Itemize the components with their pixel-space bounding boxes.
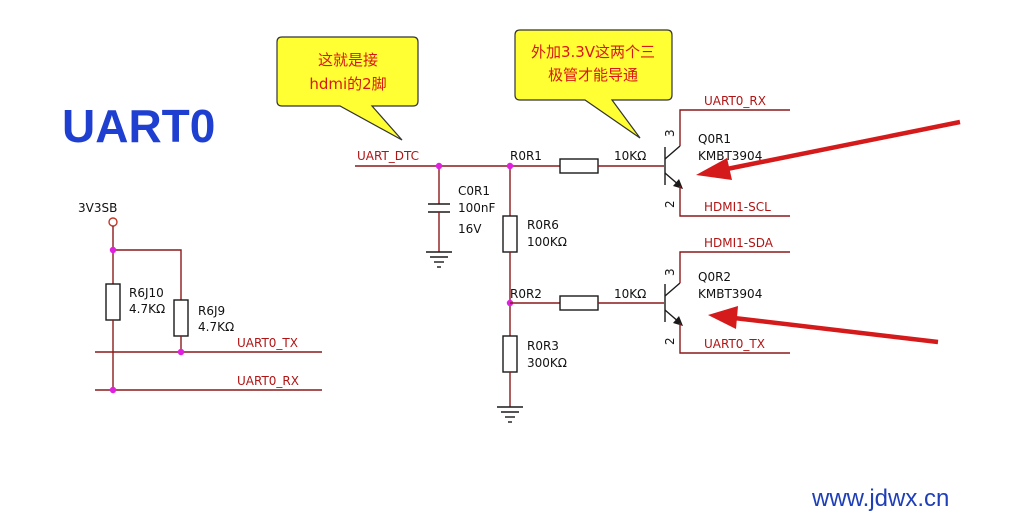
ground-icon [497,406,523,423]
callout-right-line2: 极管才能导通 [548,66,638,84]
junction [435,162,443,170]
resistor-r6j10 [105,283,121,321]
transistor-q0r1: 3 2 Q0R1 KMBT3904 UART0_RX HDMI1-SCL [663,94,790,217]
q0r2-collector-wire [679,251,790,283]
resistor-r0r1 [559,158,599,174]
q0r2-pin-2: 2 [663,337,677,345]
arrow-head-icon [708,306,738,329]
annotation-arrow-top [696,119,961,180]
page-title: UART0 [62,100,215,152]
r6j9-value: 4.7KΩ [198,320,234,334]
net-label-uart-dtc: UART_DTC [357,149,419,163]
callout-right-line1: 外加3.3V这两个三 [531,43,655,61]
r0r2-value: 10KΩ [614,287,646,301]
callout-left-line2: hdmi的2脚 [309,75,386,93]
net-label-uart0-rx-left: UART0_RX [237,374,299,388]
r6j10-value: 4.7KΩ [129,302,165,316]
junction [506,162,514,170]
r0r6-value: 100KΩ [527,235,567,249]
q0r2-collector-line [664,282,681,297]
resistor-r6j9 [173,299,189,337]
pullup-section: 3V3SB R6J10 4.7KΩ R6J9 4.7KΩ UART0_TX UA… [78,201,322,394]
watermark-url: www.jdwx.cn [811,485,949,512]
dtc-network: UART_DTC C0R1 100nF 16V R0R6 100KΩ R0R3 [355,149,664,423]
arrow-head-icon [696,158,732,180]
q0r2-emitter-wire [679,323,790,354]
r0r6-ref: R0R6 [527,218,559,232]
r0r3-value: 300KΩ [527,356,567,370]
q0r2-part: KMBT3904 [698,287,762,301]
q0r1-emitter-wire [679,186,790,217]
resistor-r0r2 [559,295,599,311]
c0r1-ref: C0R1 [458,184,490,198]
q0r1-pin-2: 2 [663,200,677,208]
q0r1-collector-wire [679,109,790,146]
q0r2-pin-3: 3 [663,268,677,276]
transistor-q0r2: 3 2 Q0R2 KMBT3904 HDMI1-SDA UART0_TX [663,236,790,354]
callout-bubble-left [276,36,419,141]
q0r2-ref: Q0R2 [698,270,731,284]
q0r1-collector-line [664,145,681,160]
q0r1-pin-3: 3 [663,129,677,137]
net-label-uart0-tx-left: UART0_TX [237,336,298,350]
junction [109,386,117,394]
resistor-r0r3 [502,335,518,373]
callout-bubble-right [514,29,673,139]
net-label-hdmi1-sda: HDMI1-SDA [704,236,774,250]
power-label-3v3sb: 3V3SB [78,201,117,215]
ground-icon [426,251,452,268]
net-label-uart0-tx-right: UART0_TX [704,337,765,351]
r0r3-ref: R0R3 [527,339,559,353]
r6j10-ref: R6J10 [129,286,164,300]
net-label-uart0-rx-top: UART0_RX [704,94,766,108]
resistor-r0r6 [502,215,518,253]
annotation-arrow-bottom [708,306,939,345]
c0r1-voltage: 16V [458,222,482,236]
junction [109,246,117,254]
pullup-wire [112,226,182,300]
power-pin-icon [108,217,118,227]
q0r1-ref: Q0R1 [698,132,731,146]
r0r1-ref: R0R1 [510,149,542,163]
callout-left-line1: 这就是接 [318,51,378,69]
callout-left: 这就是接 hdmi的2脚 [276,36,419,141]
r6j9-ref: R6J9 [198,304,225,318]
callout-right: 外加3.3V这两个三 极管才能导通 [514,29,673,139]
q0r1-part: KMBT3904 [698,149,762,163]
junction [177,348,185,356]
r0r2-ref: R0R2 [510,287,542,301]
net-label-hdmi1-scl: HDMI1-SCL [704,200,771,214]
c0r1-value: 100nF [458,201,496,215]
r0r1-value: 10KΩ [614,149,646,163]
